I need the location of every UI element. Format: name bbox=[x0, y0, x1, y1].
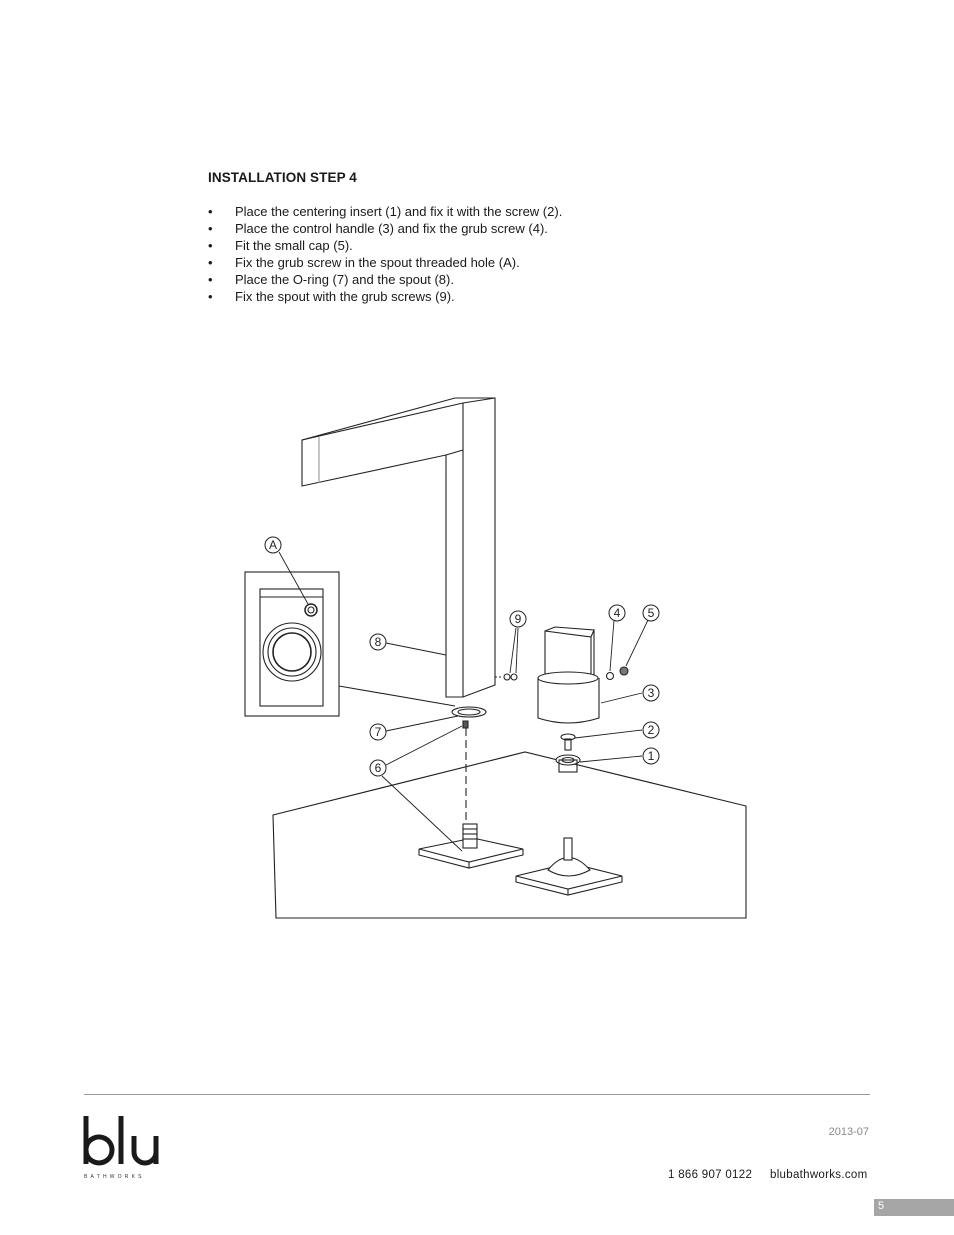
list-item: Fix the grub screw in the spout threaded… bbox=[208, 254, 562, 271]
callout-3: 3 bbox=[648, 686, 655, 700]
callout-6: 6 bbox=[375, 761, 382, 775]
countertop-outline bbox=[272, 751, 747, 919]
revision-date: 2013-07 bbox=[828, 1126, 869, 1138]
spout bbox=[301, 397, 496, 698]
list-item: Place the O-ring (7) and the spout (8). bbox=[208, 271, 562, 288]
callout-labels: A 8 9 4 5 3 2 1 7 6 bbox=[269, 538, 655, 775]
footer-divider bbox=[84, 1094, 870, 1095]
list-item: Place the control handle (3) and fix the… bbox=[208, 220, 562, 237]
callout-2: 2 bbox=[648, 723, 655, 737]
list-item: Place the centering insert (1) and fix i… bbox=[208, 203, 562, 220]
callout-7: 7 bbox=[375, 725, 382, 739]
callout-5: 5 bbox=[648, 606, 655, 620]
control-handle bbox=[537, 626, 600, 724]
list-item: Fit the small cap (5). bbox=[208, 237, 562, 254]
callout-a: A bbox=[269, 538, 277, 552]
logo-subtitle: BATHWORKS bbox=[84, 1174, 145, 1180]
spout-base-plate bbox=[418, 823, 524, 869]
grub-screw-6 bbox=[462, 720, 469, 729]
list-item: Fix the spout with the grub screws (9). bbox=[208, 288, 562, 305]
small-cap-5 bbox=[619, 666, 629, 676]
callout-1: 1 bbox=[648, 749, 655, 763]
instruction-list: Place the centering insert (1) and fix i… bbox=[208, 203, 562, 305]
o-ring bbox=[451, 706, 487, 718]
section-heading: INSTALLATION STEP 4 bbox=[208, 170, 357, 185]
phone-number: 1 866 907 0122 bbox=[668, 1169, 753, 1181]
blu-logo: blu bbox=[82, 1114, 159, 1166]
website-link[interactable]: blubathworks.com bbox=[770, 1169, 868, 1181]
page-number: 5 bbox=[878, 1200, 885, 1212]
screw-2 bbox=[560, 733, 576, 751]
callout-4: 4 bbox=[614, 606, 621, 620]
exploded-assembly-diagram: A 8 9 4 5 3 2 1 7 6 bbox=[244, 397, 747, 919]
grub-screw-4 bbox=[605, 671, 615, 681]
callout-9: 9 bbox=[515, 612, 522, 626]
callout-circles bbox=[264, 536, 660, 777]
grub-screws-9 bbox=[495, 673, 518, 681]
handle-base-plate bbox=[515, 837, 623, 896]
callout-8: 8 bbox=[375, 635, 382, 649]
logo-wordmark: blu bbox=[82, 1114, 84, 1115]
leader-lines bbox=[278, 551, 649, 852]
detail-inset bbox=[244, 571, 456, 717]
centering-insert-1 bbox=[555, 754, 581, 773]
page-number-box: 5 bbox=[874, 1199, 954, 1216]
